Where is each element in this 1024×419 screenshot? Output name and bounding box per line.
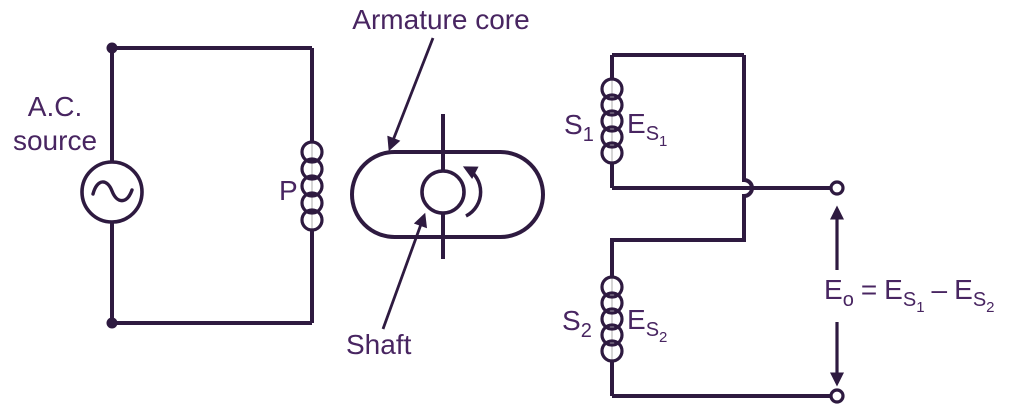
ac-source-line1: A.C.: [27, 91, 83, 122]
s1-label: S1: [564, 109, 594, 146]
junction-dot-top: [106, 42, 118, 54]
output-formula: Eo=ES1–ES2: [824, 274, 995, 316]
es1-label: ES1: [627, 108, 668, 150]
s2-label: S2: [562, 305, 592, 342]
secondary-coil-s1: [600, 77, 624, 165]
shaft-leader-arrow: [381, 212, 427, 330]
primary-coil-label: P: [279, 175, 298, 206]
output-terminal-top: [829, 180, 845, 196]
rotation-arrow: [462, 166, 483, 218]
secondary-circuit: [600, 53, 845, 404]
output-terminal-bottom: [829, 388, 845, 404]
shaft-circle: [420, 169, 466, 215]
ac-source-line2: source: [12, 124, 98, 156]
armature-core-label: Armature core: [352, 4, 530, 35]
ac-source-label: A.C. source: [8, 90, 102, 157]
sine-wave-icon: [91, 180, 134, 203]
primary-circuit: [80, 42, 324, 329]
es2-label: ES2: [627, 304, 668, 346]
junction-dot-bottom: [106, 317, 118, 329]
armature-core-shape: [350, 150, 545, 239]
armature-assembly: [350, 37, 545, 330]
armature-core-leader-arrow: [387, 37, 435, 152]
secondary-coil-s2: [600, 275, 624, 363]
shaft-label: Shaft: [346, 329, 412, 360]
primary-coil: [300, 140, 324, 232]
wire-s1-right-to-s2: [610, 55, 754, 277]
